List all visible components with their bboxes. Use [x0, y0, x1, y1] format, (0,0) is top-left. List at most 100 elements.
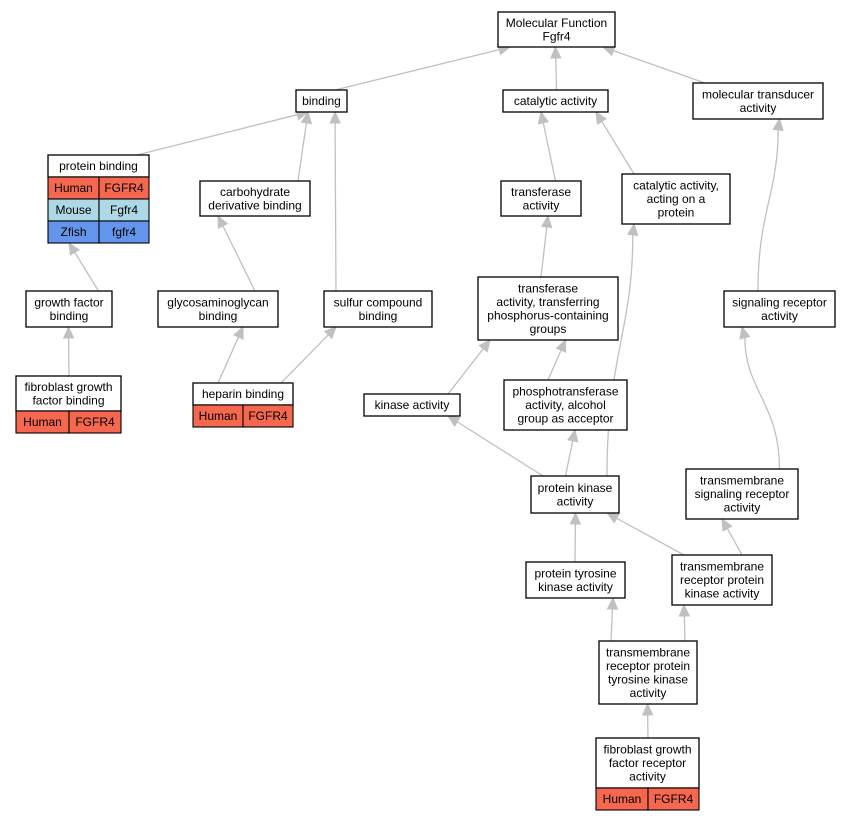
edge-arrowhead — [233, 325, 244, 340]
edge-tm-rptk-to-tm-rpk — [678, 603, 691, 642]
term-label-line: group as acceptor — [517, 412, 613, 426]
edge-arrowhead — [323, 326, 337, 340]
term-label-line: tyrosine kinase — [608, 672, 688, 686]
term-label-line: binding — [50, 309, 89, 323]
edge-arrowhead — [550, 45, 562, 59]
term-box — [477, 276, 619, 341]
term-label-line: activity, alcohol — [525, 398, 605, 412]
edge-line — [555, 57, 558, 91]
term-label-line: activity — [740, 101, 777, 115]
edge-tm-rpk-to-tm-sig — [721, 517, 743, 556]
edge-line — [456, 421, 544, 477]
term-label-line: molecular transducer — [702, 87, 814, 101]
term-box — [723, 290, 836, 328]
term-box — [671, 554, 773, 606]
gene-label: FGFR4 — [654, 792, 694, 806]
edge-line — [757, 129, 779, 292]
term-box — [503, 379, 628, 431]
term-box — [363, 393, 461, 417]
edge-arrowhead — [537, 110, 550, 125]
term-label-line: phosphorus-containing — [487, 308, 608, 322]
term-box — [502, 89, 609, 113]
edge-arrowhead — [300, 110, 313, 125]
edge-carb-to-binding — [297, 110, 313, 182]
term-label-line: Molecular Function — [506, 16, 607, 30]
edge-arrowhead — [329, 110, 341, 124]
go-term-node-catalytic: catalytic activity — [502, 89, 609, 113]
edge-line — [616, 517, 685, 556]
term-label-line: sulfur compound — [334, 295, 423, 309]
edge-arrowhead — [62, 325, 75, 339]
gene-label: FGFR4 — [104, 181, 144, 195]
edge-arrowhead — [446, 415, 461, 428]
species-label: Human — [199, 409, 238, 423]
term-label-line: groups — [530, 322, 567, 336]
term-label-line: protein binding — [59, 159, 138, 173]
edge-layer — [62, 44, 784, 739]
edge-line — [280, 334, 329, 384]
edge-line — [136, 114, 298, 156]
edge-fgf-binding-to-growth — [62, 325, 75, 377]
edge-line — [542, 122, 557, 182]
edge-line — [222, 225, 256, 292]
term-box — [157, 290, 279, 328]
edge-heparin-to-gag — [217, 325, 244, 384]
edge-arrowhead — [567, 428, 579, 443]
term-label-line: kinase activity — [538, 580, 613, 594]
edge-arrowhead — [555, 338, 567, 353]
species-label: Mouse — [55, 203, 91, 217]
edge-phospho-to-transf-p — [547, 338, 567, 381]
edge-line — [613, 50, 706, 84]
edge-kinase-to-transf-p — [447, 339, 491, 395]
edge-tm-rptk-to-ptk — [606, 596, 619, 642]
term-label-line: factor receptor — [609, 756, 686, 770]
term-box — [500, 180, 582, 217]
term-label-line: transferase — [511, 185, 571, 199]
gene-label: FGFR4 — [248, 409, 288, 423]
edge-catalytic-to-mf — [550, 45, 562, 91]
edge-protein-binding-to-binding — [136, 109, 310, 156]
term-box — [525, 561, 626, 599]
edge-arrowhead — [478, 339, 491, 353]
edge-arrowhead — [721, 517, 733, 532]
species-label: Zfish — [60, 225, 86, 239]
term-label-line: catalytic activity, — [633, 179, 719, 193]
edge-line — [540, 226, 548, 278]
edge-line — [744, 337, 781, 470]
term-label-line: transmembrane — [606, 645, 690, 659]
term-box — [199, 180, 311, 217]
term-label-line: transferase — [518, 281, 578, 295]
term-box — [497, 11, 616, 48]
gene-cell — [647, 787, 700, 811]
term-label-line: signaling receptor — [732, 295, 827, 309]
edge-line — [564, 440, 574, 477]
edge-arrowhead — [739, 325, 751, 340]
edge-line — [610, 608, 614, 642]
go-term-node-binding: binding — [295, 89, 348, 113]
term-box — [595, 737, 700, 789]
edge-gag-to-carb — [217, 214, 256, 292]
term-label-line: factor binding — [32, 393, 104, 407]
edge-line — [683, 615, 686, 642]
gene-cell — [68, 410, 122, 434]
term-label-line: growth factor — [34, 295, 103, 309]
edge-cat-protein-to-catalytic — [595, 110, 635, 175]
edge-transferase-to-catalytic — [537, 110, 557, 182]
edge-line — [547, 349, 562, 381]
edge-line — [726, 528, 743, 556]
term-label-line: protein kinase — [538, 481, 613, 495]
gene-label: fgfr4 — [112, 225, 136, 239]
